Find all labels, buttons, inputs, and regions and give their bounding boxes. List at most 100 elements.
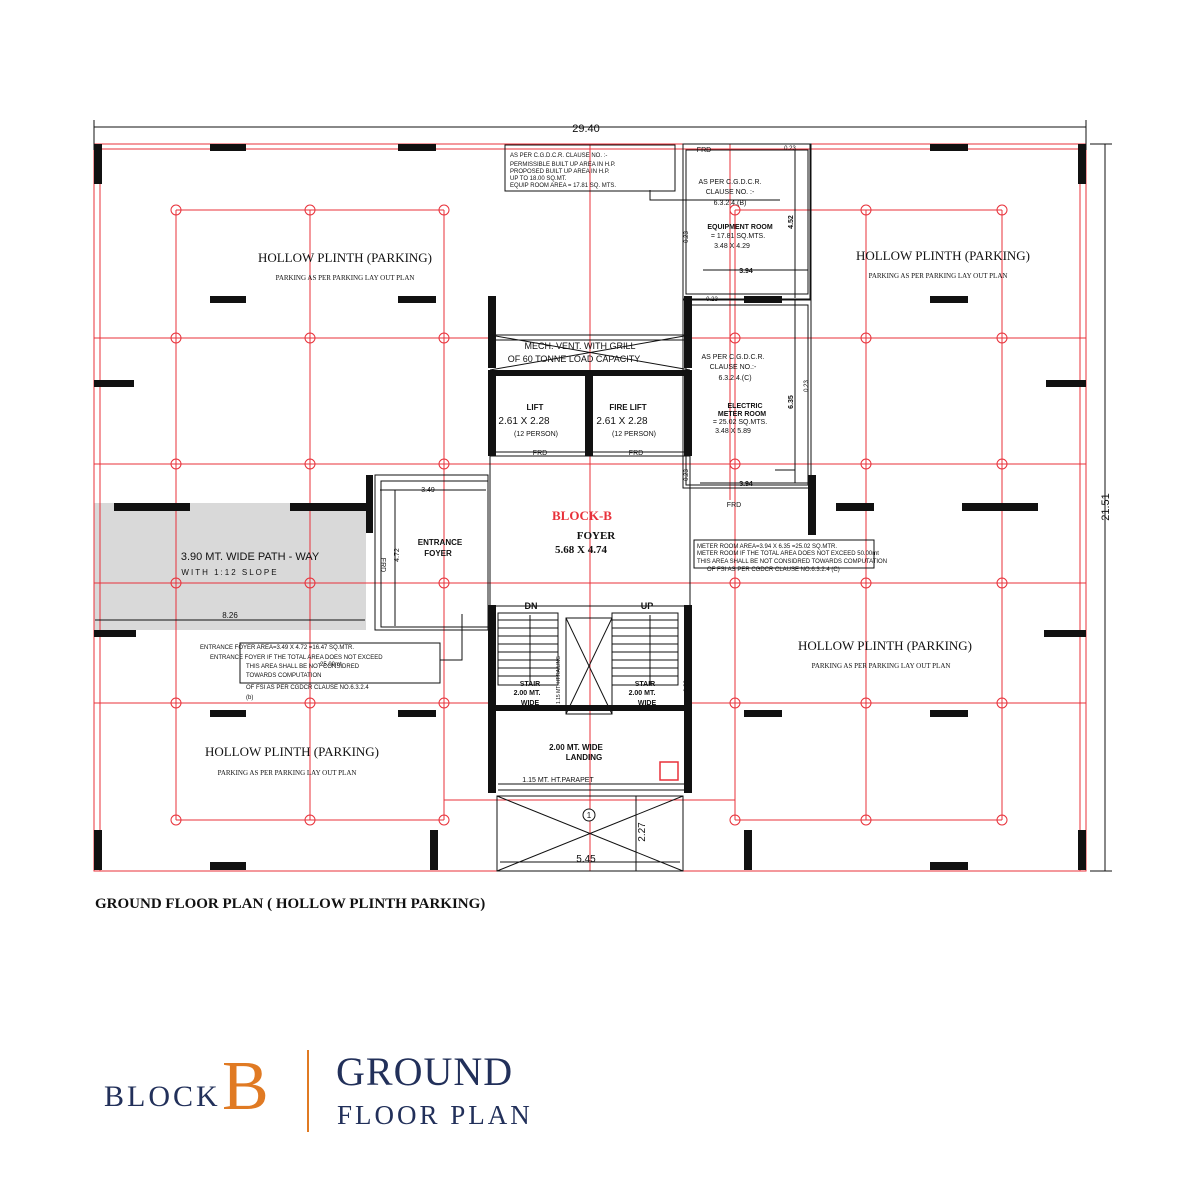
landing-line1: 2.00 MT. WIDE	[549, 743, 603, 752]
stair-left-2: 2.00 MT.	[514, 690, 541, 697]
lift-label: LIFT	[527, 403, 544, 412]
entrance-note-3b: 25.00mt	[320, 662, 342, 668]
stair-right-3: WIDE	[638, 700, 657, 707]
foyer-size: 5.68 X 4.74	[555, 544, 607, 556]
lift-size: 2.61 X 2.28	[498, 416, 550, 427]
meter-note-4: OF FSI AS PER CGDCR CLAUSE NO.6.3.2.4 (C…	[707, 567, 840, 573]
parking-title: HOLLOW PLINTH (PARKING)	[798, 638, 972, 653]
brand-title: GROUND	[336, 1049, 514, 1094]
equip-width-dim: 3.94	[739, 268, 753, 275]
equip-clause-3: 6.3.2.4.(B)	[714, 200, 747, 207]
bottom-width-dim: 5.45	[576, 854, 596, 865]
meter-depth-dim: 6.35	[788, 395, 795, 409]
fire-lift-persons: (12 PERSON)	[612, 431, 656, 438]
room-outlines	[95, 143, 875, 872]
column-markers	[170, 204, 1008, 826]
stair-railing-note: 1.15 MT. HT.RAILING	[556, 656, 562, 704]
landing-line2: LANDING	[566, 753, 602, 762]
wall-dim: 0.23	[684, 231, 690, 243]
stair-left-3: WIDE	[521, 700, 540, 707]
frd-entrance: FRD	[379, 558, 386, 572]
equip-note-4: UP TO 18.00 SQ.MT.	[510, 176, 567, 182]
foyer-label: FOYER	[577, 530, 617, 542]
parapet-label: 1.15 MT. HT.PARAPET	[522, 777, 594, 784]
grid-bubble-number: 1	[587, 811, 592, 820]
brand-block-letter: B	[222, 1048, 269, 1125]
equip-room-label: EQUIPMENT ROOM	[707, 224, 773, 231]
parking-subtitle: PARKING AS PER PARKING LAY OUT PLAN	[812, 662, 951, 670]
equip-clause-2: CLAUSE NO. :-	[706, 189, 755, 196]
entrance-depth-dim: 4.72	[394, 548, 401, 562]
meter-room-size: 3.48 X 5.89	[715, 428, 751, 435]
brand-block-word: BLOCK	[104, 1080, 221, 1113]
frd-lift: FRD	[533, 450, 547, 457]
entrance-note-1: ENTRANCE FOYER AREA=3.49 X 4.72 =16.47 S…	[200, 645, 354, 651]
meter-note-1: METER ROOM AREA=3.94 X 6.35 =25.02 SQ.MT…	[697, 544, 837, 550]
parking-title: HOLLOW PLINTH (PARKING)	[205, 744, 379, 759]
bottom-depth-dim: 2.27	[637, 822, 648, 842]
brand-divider	[307, 1050, 309, 1132]
wall-dim: 0.23	[784, 146, 796, 152]
wall-dim: 0.23	[804, 380, 810, 392]
wall-dim: 0.23	[684, 469, 690, 481]
meter-clause-1: AS PER C.G.D.C.R.	[701, 354, 764, 361]
stair-dn: DN	[525, 601, 538, 611]
pathway-title: 3.90 MT. WIDE PATH - WAY	[181, 551, 320, 563]
frd-meter: FRD	[727, 502, 741, 509]
wall-dim: 0.23	[490, 680, 496, 692]
entrance-width-dim: 3.49	[421, 487, 435, 494]
mech-vent-line2: OF 60 TONNE LOAD CAPACITY	[508, 354, 641, 364]
entrance-line1: ENTRANCE	[418, 538, 463, 547]
red-grid	[93, 143, 1087, 872]
parking-subtitle: PARKING AS PER PARKING LAY OUT PLAN	[218, 769, 357, 777]
brand-block: BLOCK B GROUND FLOOR PLAN	[104, 1042, 624, 1142]
width-dimension: 29.40	[572, 123, 600, 135]
equip-note-2: PERMISSIBLE BUILT UP AREA IN H.P.	[510, 162, 616, 168]
stair-up: UP	[641, 601, 654, 611]
entrance-note-2: ENTRANCE FOYER IF THE TOTAL AREA DOES NO…	[210, 655, 383, 661]
meter-note-3: THIS AREA SHALL BE NOT CONSIDRED TOWARDS…	[697, 559, 887, 565]
entrance-note-4: TOWARDS COMPUTATION	[246, 673, 321, 679]
meter-room-2: METER ROOM	[718, 411, 766, 418]
equip-room-size: 3.48 X 4.29	[714, 243, 750, 250]
meter-room-1: ELECTRIC	[728, 403, 763, 410]
parking-top-right: HOLLOW PLINTH (PARKING) PARKING AS PER P…	[856, 248, 1030, 280]
equip-note-3: PROPOSED BUILT UP AREA IN H.P.	[510, 169, 610, 175]
lift-persons: (12 PERSON)	[514, 431, 558, 438]
parking-title: HOLLOW PLINTH (PARKING)	[258, 250, 432, 265]
stair-right-1: STAIR	[635, 681, 655, 688]
meter-clause-2: CLAUSE NO.:-	[710, 364, 757, 371]
block-label: BLOCK-B	[552, 508, 612, 523]
meter-clause-3: 6.3.2.4.(C)	[718, 375, 751, 382]
structural-columns	[94, 144, 1086, 870]
parking-subtitle: PARKING AS PER PARKING LAY OUT PLAN	[869, 272, 1008, 280]
fire-lift-size: 2.61 X 2.28	[596, 416, 648, 427]
brand-subtitle: FLOOR PLAN	[337, 1100, 533, 1130]
fire-lift-label: FIRE LIFT	[609, 403, 646, 412]
parking-title: HOLLOW PLINTH (PARKING)	[856, 248, 1030, 263]
entrance-note-5: OF FSI AS PER CGDCR CLAUSE NO.6.3.2.4	[246, 685, 369, 691]
path-length-dimension: 8.26	[222, 611, 238, 620]
meter-room-area: = 25.02 SQ.MTS.	[713, 419, 767, 426]
equip-depth-dim: 4.52	[788, 215, 795, 229]
wall-dim: 0.23	[684, 680, 690, 692]
mech-vent-line1: MECH. VENT. WITH GRILL	[524, 341, 635, 351]
parking-bottom-right: HOLLOW PLINTH (PARKING) PARKING AS PER P…	[798, 638, 972, 670]
grid-bubble	[582, 808, 596, 822]
meter-width-dim: 3.94	[739, 481, 753, 488]
wall-dim: 0.23	[706, 297, 718, 303]
depth-dimension: 21.51	[1100, 493, 1112, 521]
parking-bottom-left: HOLLOW PLINTH (PARKING) PARKING AS PER P…	[205, 744, 379, 777]
fire-extinguisher-icon	[659, 761, 679, 781]
stair-left-1: STAIR	[520, 681, 540, 688]
entrance-line2: FOYER	[424, 549, 452, 558]
pathway-area	[94, 503, 366, 630]
plan-title: GROUND FLOOR PLAN ( HOLLOW PLINTH PARKIN…	[95, 896, 486, 912]
entrance-note-6: (b)	[246, 695, 253, 701]
stair-right-2: 2.00 MT.	[629, 690, 656, 697]
equip-clause-1: AS PER C.G.D.C.R.	[698, 179, 761, 186]
equip-room-area: = 17.81 SQ.MTS.	[711, 233, 765, 240]
pathway-subtitle: WITH 1:12 SLOPE	[181, 568, 278, 577]
parking-subtitle: PARKING AS PER PARKING LAY OUT PLAN	[276, 274, 415, 282]
